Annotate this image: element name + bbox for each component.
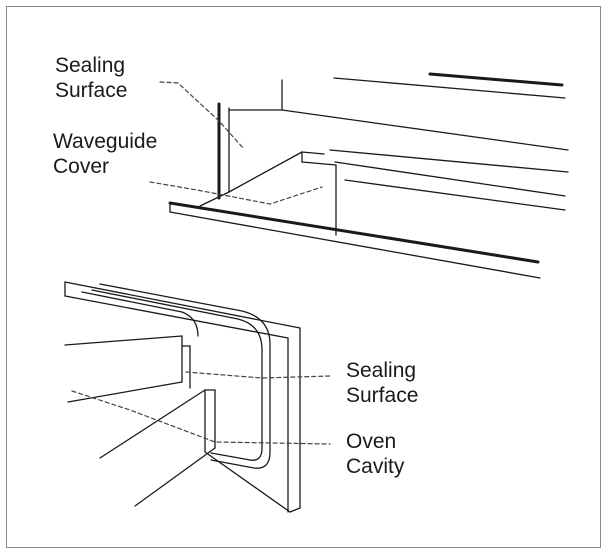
- door-frame-edge: [289, 507, 301, 513]
- cavity-edge: [99, 389, 206, 459]
- top-illustration: [149, 72, 569, 279]
- sealing-rim: [99, 283, 271, 469]
- panel-edge-line: [344, 179, 566, 211]
- door-frame-edge: [64, 281, 301, 329]
- panel-edge-line: [329, 149, 569, 173]
- panel-edge-line: [428, 72, 564, 87]
- waveguide-cover-edge: [228, 151, 303, 193]
- panel-edge-line: [281, 109, 569, 151]
- label-line: Cover: [53, 155, 110, 178]
- cavity-edge: [64, 335, 183, 346]
- bottom-illustration: [64, 281, 331, 513]
- label-sealing-surface-top: Sealing Surface: [55, 53, 127, 103]
- label-waveguide-cover: Waveguide Cover: [53, 129, 157, 179]
- label-line: Cavity: [346, 455, 405, 478]
- ledge-edge: [169, 211, 541, 279]
- panel-edge-line: [334, 161, 566, 197]
- waveguide-cover-edge: [199, 191, 230, 207]
- label-line: Surface: [346, 384, 419, 407]
- oven-cavity-leader: [71, 390, 331, 445]
- label-line: Surface: [55, 79, 128, 102]
- sealing-surface-leader-top: [159, 81, 245, 150]
- ledge-edge: [168, 201, 540, 264]
- panel-edge-line: [333, 77, 566, 99]
- label-oven-cavity: Oven Cavity: [346, 429, 404, 479]
- waveguide-cover-leader: [149, 181, 323, 205]
- cavity-edge: [67, 381, 183, 403]
- label-line: Waveguide: [53, 130, 158, 153]
- label-line: Oven: [346, 430, 397, 453]
- label-sealing-surface-bottom: Sealing Surface: [346, 358, 418, 408]
- door-frame-edge: [64, 295, 289, 339]
- sealing-rim: [91, 289, 263, 461]
- waveguide-cover-edge: [301, 161, 337, 166]
- waveguide-cover-edge: [301, 151, 325, 155]
- sealing-surface-leader-bottom: [185, 371, 331, 379]
- label-line: Sealing: [346, 359, 417, 382]
- sealing-rim: [81, 291, 199, 337]
- diagram-frame: [6, 6, 601, 548]
- cavity-edge: [134, 447, 216, 507]
- label-line: Sealing: [55, 54, 126, 77]
